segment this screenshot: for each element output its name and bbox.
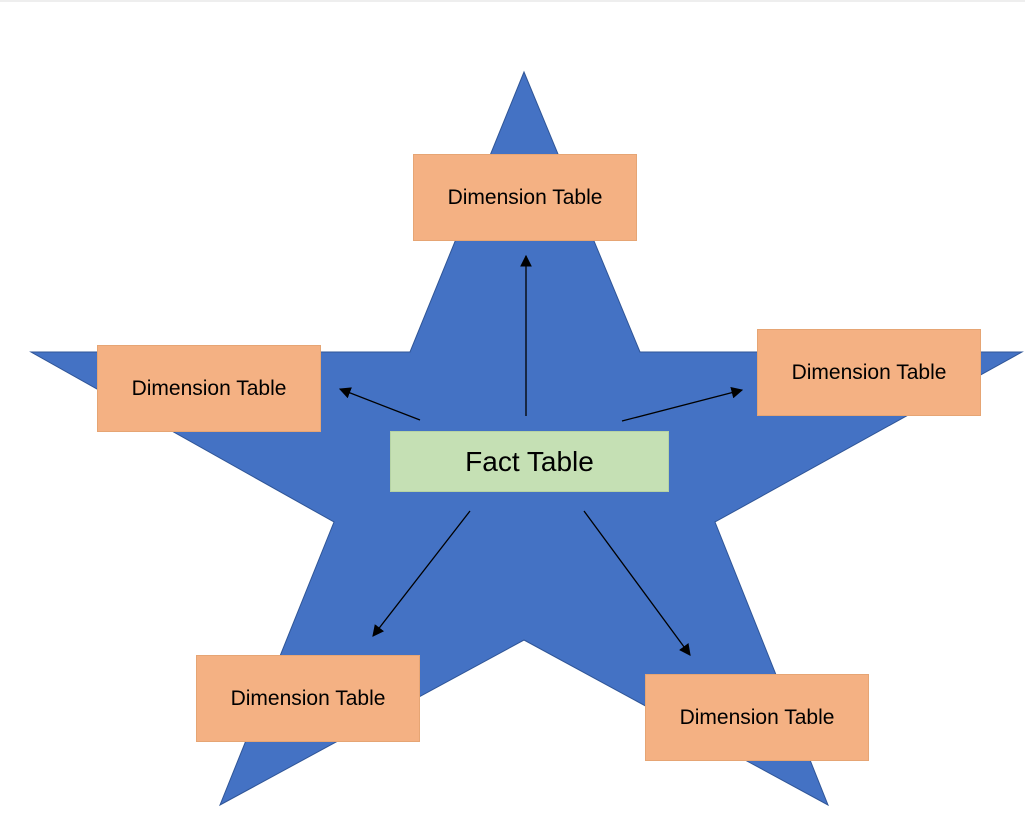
fact-table-label: Fact Table [465, 445, 594, 477]
dimension-table-top: Dimension Table [413, 154, 637, 241]
arrow-to-left-dimension [338, 387, 421, 421]
dimension-table-left-label: Dimension Table [131, 376, 287, 400]
dimension-table-left: Dimension Table [97, 345, 321, 432]
fact-table: Fact Table [390, 431, 669, 492]
dimension-table-top-label: Dimension Table [447, 185, 603, 209]
dimension-table-right-label: Dimension Table [791, 360, 947, 384]
arrow-to-bottom-left-dimension [372, 510, 471, 637]
dimension-table-bottom-right: Dimension Table [645, 674, 869, 761]
top-divider [0, 0, 1025, 2]
dimension-table-bottom-right-label: Dimension Table [679, 705, 835, 729]
arrow-to-right-dimension [621, 386, 744, 422]
arrow-to-bottom-right-dimension [583, 510, 691, 656]
dimension-table-bottom-left-label: Dimension Table [230, 686, 386, 710]
dimension-table-bottom-left: Dimension Table [196, 655, 420, 742]
dimension-table-right: Dimension Table [757, 329, 981, 416]
